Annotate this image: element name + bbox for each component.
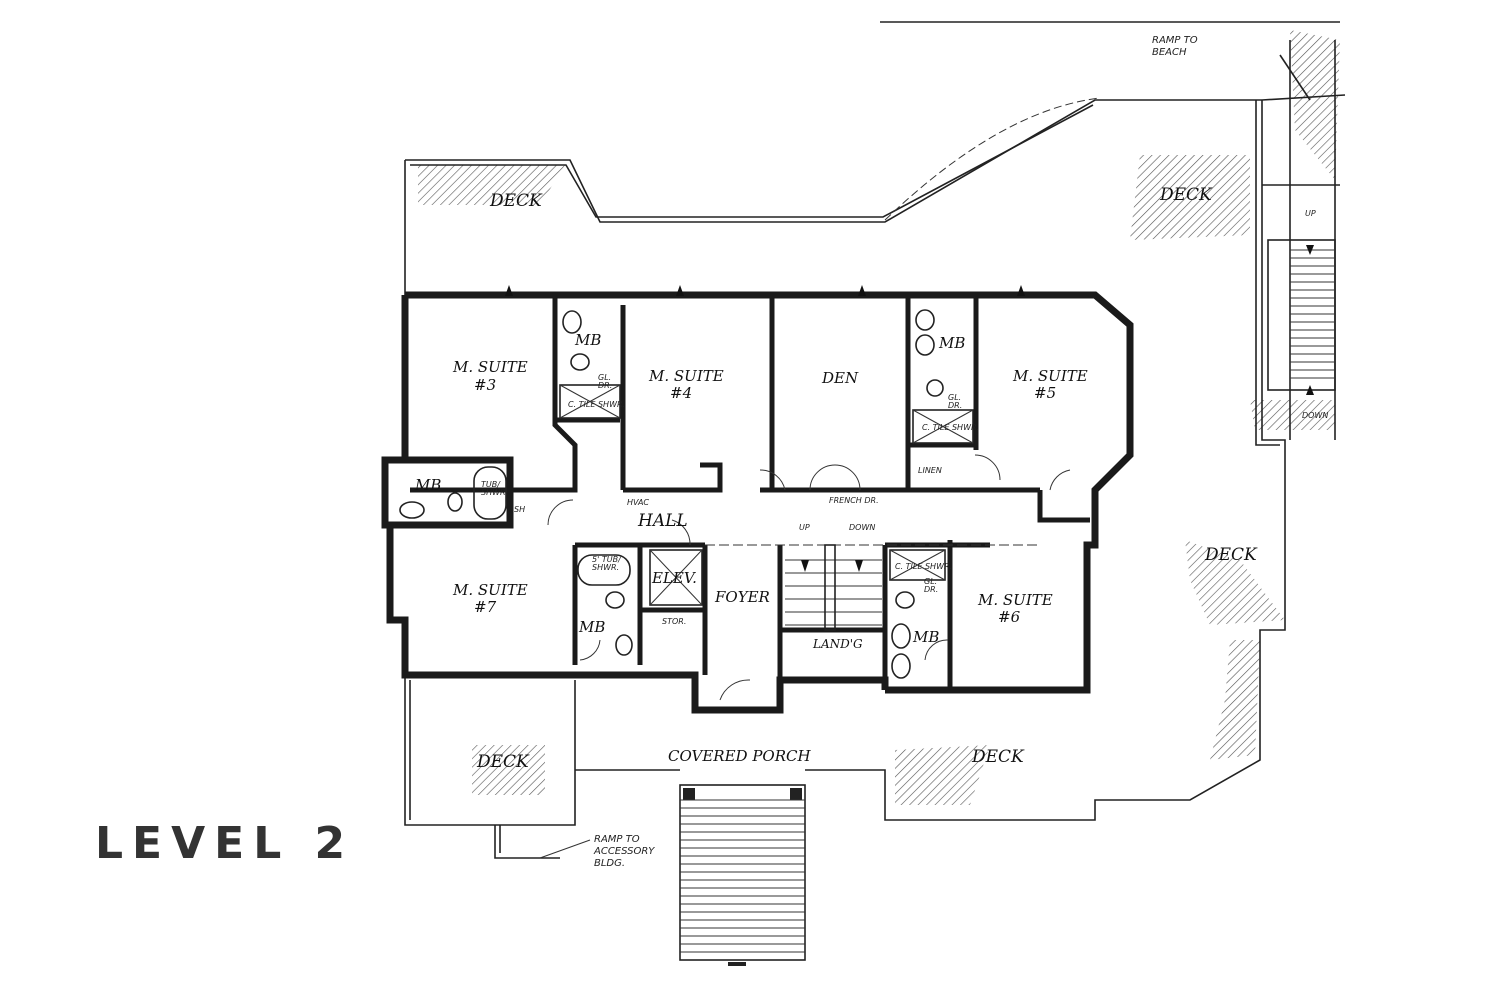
deck-label-top-left: DECK: [489, 191, 543, 211]
shelf-label: SH: [514, 505, 525, 514]
master-bath-label: MB: [912, 628, 939, 646]
fixtures: [399, 309, 974, 679]
tile-shower-label: C. TILE SHWR.: [568, 400, 625, 409]
ramp-beach-label: BEACH: [1152, 47, 1187, 58]
den-label: DEN: [821, 369, 859, 387]
glass-door-label: GL.: [924, 577, 937, 586]
french-door-label: FRENCH DR.: [829, 496, 879, 505]
suite-4-number: #4: [670, 384, 692, 402]
glass-door-label: DR.: [948, 401, 962, 410]
interior-walls: [410, 295, 1090, 690]
wall-markers: [505, 245, 1314, 572]
glass-door-label: DR.: [924, 585, 938, 594]
master-bath-label: MB: [938, 334, 965, 352]
deck-outline: [404, 21, 1346, 859]
suite-6-number: #6: [998, 608, 1021, 626]
level-title: LEVEL 2: [95, 818, 355, 869]
entry-stairs: [679, 784, 806, 966]
suite-3-label: M. SUITE: [452, 358, 528, 376]
elevator-label: ELEV.: [651, 569, 697, 587]
glass-door-label: DR.: [598, 381, 612, 390]
master-bath-label: MB: [578, 618, 605, 636]
master-bath-label: MB: [574, 331, 601, 349]
suite-3-number: #3: [474, 376, 496, 394]
master-bath-label: MB: [414, 476, 441, 494]
hall-label: HALL: [637, 511, 688, 531]
hvac-label: HVAC: [627, 498, 649, 507]
suite-5-number: #5: [1034, 384, 1056, 402]
doors: [547, 454, 1071, 701]
ramp-accessory-label: ACCESSORY: [593, 846, 655, 857]
glass-door-label: GL.: [948, 393, 961, 402]
covered-porch-label: COVERED PORCH: [668, 747, 811, 765]
suite-7-number: #7: [474, 598, 497, 616]
tub-shower-label: TUB/: [481, 480, 501, 489]
tub-shower-label: 5' TUB/: [592, 555, 622, 564]
foyer-label: FOYER: [714, 588, 770, 606]
ramp-up-label: UP: [1305, 209, 1316, 218]
ramp-beach-label: RAMP TO: [1152, 35, 1198, 46]
linen-label: LINEN: [918, 466, 942, 475]
tile-shower-label: C. TILE SHWR.: [922, 423, 979, 432]
glass-door-label: GL.: [598, 373, 611, 382]
deck-label-right: DECK: [1204, 545, 1258, 565]
deck-label-top-right: DECK: [1159, 185, 1213, 205]
stair-up-label: UP: [799, 523, 810, 532]
ramp-down-label: DOWN: [1302, 411, 1328, 420]
ramp-accessory-label: RAMP TO: [594, 834, 640, 845]
tub-shower-label: SHWR.: [481, 488, 508, 497]
landing-label: LAND'G: [812, 637, 863, 651]
suite-7-label: M. SUITE: [452, 581, 528, 599]
stair-down-label: DOWN: [849, 523, 875, 532]
deck-hatching: [418, 30, 1340, 805]
ramp-accessory-label: BLDG.: [594, 858, 625, 869]
storage-label: STOR.: [662, 617, 686, 626]
deck-label-bottom-right: DECK: [971, 747, 1025, 767]
suite-5-label: M. SUITE: [1012, 367, 1088, 385]
tile-shower-label: C. TILE SHWR.: [895, 562, 952, 571]
deck-label-bottom-left: DECK: [476, 752, 530, 772]
tub-shower-label: SHWR.: [592, 563, 619, 572]
ramp-stairs: [1267, 239, 1336, 391]
suite-4-label: M. SUITE: [648, 367, 724, 385]
room-labels: DECK DECK DECK DECK DECK RAMP TO BEACH U…: [414, 35, 1328, 869]
suite-6-label: M. SUITE: [977, 591, 1053, 609]
